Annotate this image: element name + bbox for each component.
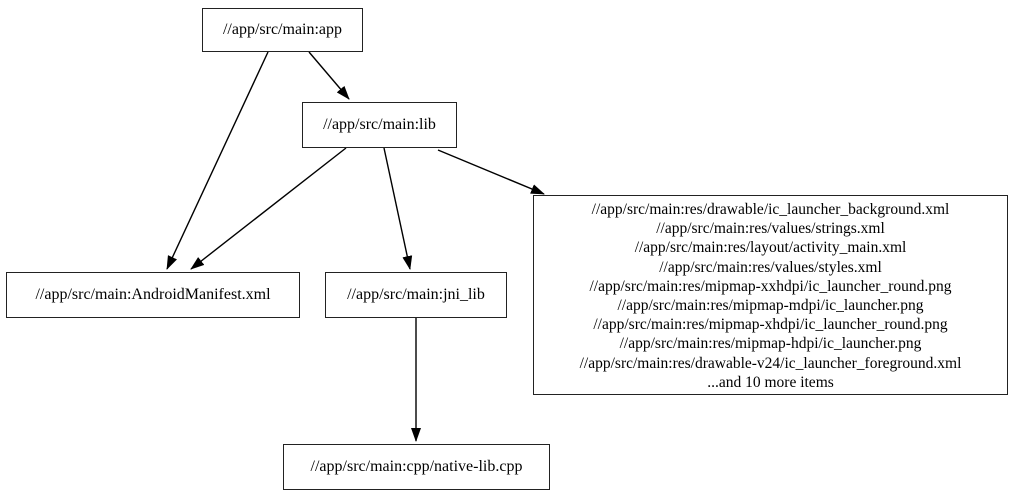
node-res-files: //app/src/main:res/drawable/ic_launcher_… <box>533 195 1008 395</box>
node-app: //app/src/main:app <box>202 8 363 52</box>
node-jni-lib-label: //app/src/main:jni_lib <box>347 286 485 304</box>
edge-app-to-android-manifest <box>166 51 269 270</box>
node-android-manifest-label: //app/src/main:AndroidManifest.xml <box>35 286 271 304</box>
res-file-item: //app/src/main:res/mipmap-mdpi/ic_launch… <box>617 297 924 315</box>
node-native-lib-cpp-label: //app/src/main:cpp/native-lib.cpp <box>310 458 523 476</box>
res-file-item: //app/src/main:res/layout/activity_main.… <box>634 239 907 257</box>
node-android-manifest: //app/src/main:AndroidManifest.xml <box>6 272 300 318</box>
res-files-more-items: ...and 10 more items <box>707 373 834 391</box>
edge-lib-to-android-manifest <box>190 147 347 270</box>
res-file-item: //app/src/main:res/values/strings.xml <box>656 220 885 238</box>
edge-lib-to-res-files <box>437 149 545 195</box>
res-file-item: //app/src/main:res/drawable/ic_launcher_… <box>591 201 950 218</box>
res-file-item: //app/src/main:res/values/styles.xml <box>659 258 882 276</box>
node-native-lib-cpp: //app/src/main:cpp/native-lib.cpp <box>283 444 550 490</box>
node-lib: //app/src/main:lib <box>302 102 457 148</box>
edge-app-to-lib <box>308 51 350 100</box>
res-file-item: //app/src/main:res/mipmap-xhdpi/ic_launc… <box>593 316 948 334</box>
res-file-item: //app/src/main:res/mipmap-xxhdpi/ic_laun… <box>589 277 952 295</box>
node-app-label: //app/src/main:app <box>222 21 343 39</box>
res-file-item: //app/src/main:res/drawable-v24/ic_launc… <box>579 354 962 372</box>
node-jni-lib: //app/src/main:jni_lib <box>325 272 507 318</box>
node-lib-label: //app/src/main:lib <box>323 116 436 134</box>
res-file-item: //app/src/main:res/mipmap-hdpi/ic_launch… <box>619 335 922 353</box>
edge-lib-to-jni-lib <box>383 147 413 270</box>
